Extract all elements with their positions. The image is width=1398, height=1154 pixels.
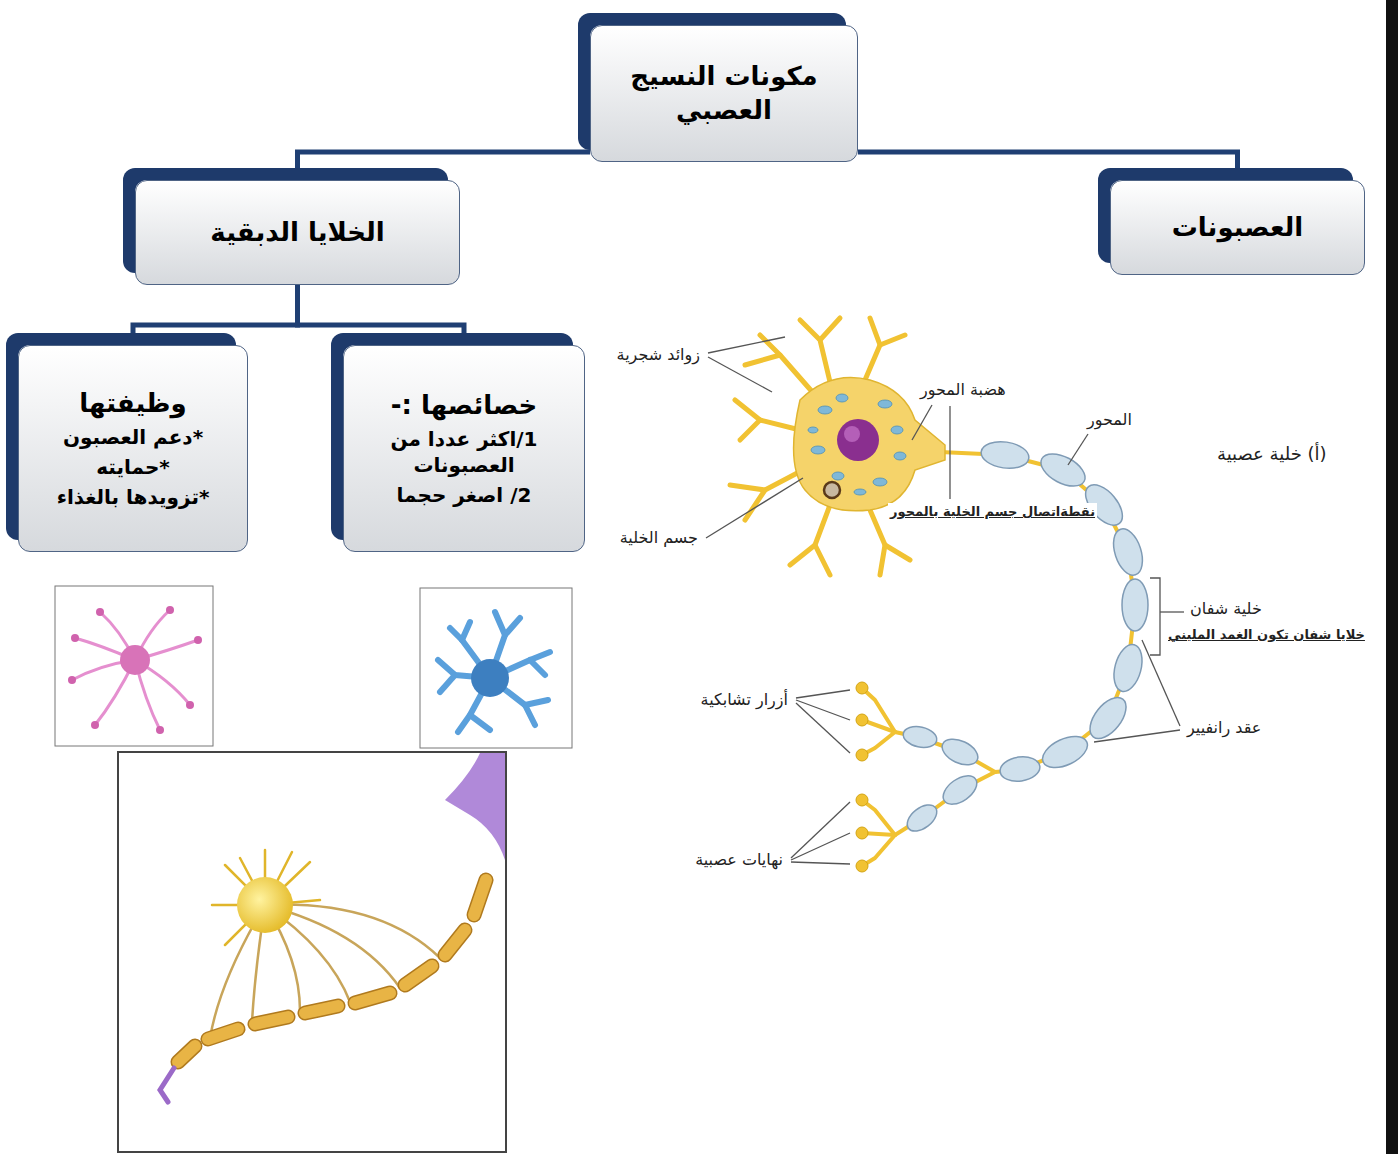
tree-connector bbox=[133, 285, 298, 345]
axon-end bbox=[160, 1068, 174, 1102]
glial-processes bbox=[72, 610, 198, 730]
glial-processes bbox=[438, 612, 550, 732]
box-text: الخلايا الدبقية bbox=[210, 216, 384, 250]
myelin-sheath bbox=[901, 439, 1148, 837]
picture-frame bbox=[420, 588, 572, 748]
box-text: خصائصها :- bbox=[391, 389, 538, 423]
box-text: *تزويدها بالغذاء bbox=[57, 484, 210, 510]
astrocyte-processes bbox=[210, 905, 440, 1038]
nucleus-highlight bbox=[844, 426, 860, 442]
terminal-knobs bbox=[856, 682, 868, 872]
box-text: 2/ اصغر حجما bbox=[397, 482, 532, 508]
box-text: *دعم العصبون bbox=[63, 424, 203, 450]
box-text: 1/اكثر عددا من العصبونات bbox=[356, 426, 572, 478]
glial-knobs bbox=[68, 606, 202, 734]
concept-box: الخلايا الدبقية bbox=[135, 180, 460, 285]
box-text: العصبونات bbox=[1172, 211, 1304, 245]
concept-box: مكونات النسيج العصبي bbox=[590, 25, 858, 162]
part-label: خلايا شفان تكون الغمد المليني bbox=[1166, 626, 1367, 645]
part-label: خلية شفان bbox=[1188, 597, 1264, 620]
part-label: نهايات عصبية bbox=[693, 848, 785, 871]
part-label: أزرار تشابكية bbox=[699, 688, 790, 711]
box-text: *حمايته bbox=[96, 454, 170, 480]
part-label: هضبة المحور bbox=[918, 378, 1008, 401]
part-label: جسم الخلية bbox=[618, 526, 700, 549]
part-label: زوائد شجرية bbox=[615, 343, 702, 366]
edge-bar bbox=[1386, 0, 1398, 1154]
astrocyte bbox=[237, 877, 293, 933]
concept-box: العصبونات bbox=[1110, 180, 1365, 275]
tree-connector bbox=[298, 285, 465, 345]
neuron-fragment bbox=[445, 753, 505, 860]
box-text: وظيفتها bbox=[79, 387, 187, 421]
picture-frame bbox=[118, 752, 506, 1152]
axon bbox=[862, 452, 1135, 866]
concept-box: وظيفتها *دعم العصبون *حمايته *تزويدها بالغذ… bbox=[18, 345, 248, 552]
part-label: نقطةاتصال جسم الخلية بالمحور bbox=[888, 503, 1097, 522]
picture-frame bbox=[55, 586, 213, 746]
concept-box: خصائصها :-1/اكثر عددا من العصبونات 2/ اصغ… bbox=[343, 345, 585, 552]
organelle bbox=[824, 482, 840, 498]
box-text: مكونات النسيج العصبي bbox=[603, 60, 845, 128]
part-label: المحور bbox=[1085, 408, 1134, 431]
glial-cell bbox=[471, 659, 509, 697]
nucleus bbox=[837, 419, 879, 461]
astrocyte-spikes bbox=[212, 850, 320, 945]
tree-connector bbox=[858, 152, 1238, 180]
myelin-sheath bbox=[178, 880, 486, 1062]
part-label: (أ) خلية عصبية bbox=[1215, 441, 1329, 467]
tree-connector bbox=[298, 152, 591, 180]
myelin-outline bbox=[178, 880, 486, 1062]
leader-lines bbox=[706, 337, 1184, 864]
part-label: عقد رانفيير bbox=[1185, 716, 1263, 739]
glial-cell bbox=[120, 645, 150, 675]
organelles bbox=[808, 394, 906, 495]
